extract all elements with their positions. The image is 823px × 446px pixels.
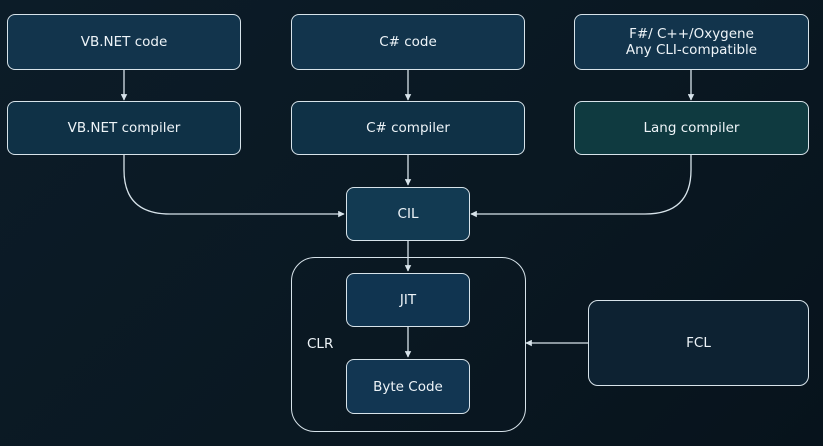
vbnet-compiler-box: VB.NET compiler: [7, 101, 241, 155]
jit-label: JIT: [399, 292, 417, 308]
other-language-code-line2: Any CLI-compatible: [625, 42, 758, 58]
byte-code-box: Byte Code: [346, 359, 470, 414]
csharp-code-label: C# code: [379, 34, 437, 50]
cil-label: CIL: [397, 206, 419, 222]
jit-box: JIT: [346, 273, 470, 327]
csharp-compiler-box: C# compiler: [291, 101, 525, 155]
fcl-label: FCL: [686, 335, 711, 351]
cil-box: CIL: [346, 187, 470, 241]
vbnet-code-label: VB.NET code: [80, 34, 168, 50]
lang-compiler-box: Lang compiler: [574, 101, 809, 155]
byte-code-label: Byte Code: [373, 378, 443, 395]
csharp-code-box: C# code: [291, 14, 525, 70]
clr-container: [291, 257, 526, 432]
arrow-vbnet-compiler-to-cil: [123, 155, 345, 218]
other-language-code-line1: F#/ C++/Oxygene: [629, 26, 754, 42]
clr-label: CLR: [307, 336, 334, 352]
fcl-box: FCL: [588, 300, 809, 386]
csharp-compiler-label: C# compiler: [366, 120, 450, 136]
arrow-lang-compiler-to-cil: [470, 155, 692, 218]
lang-compiler-label: Lang compiler: [643, 120, 740, 136]
vbnet-compiler-label: VB.NET compiler: [67, 120, 181, 136]
other-language-code-box: F#/ C++/Oxygene Any CLI-compatible: [574, 14, 809, 70]
vbnet-code-box: VB.NET code: [7, 14, 241, 70]
